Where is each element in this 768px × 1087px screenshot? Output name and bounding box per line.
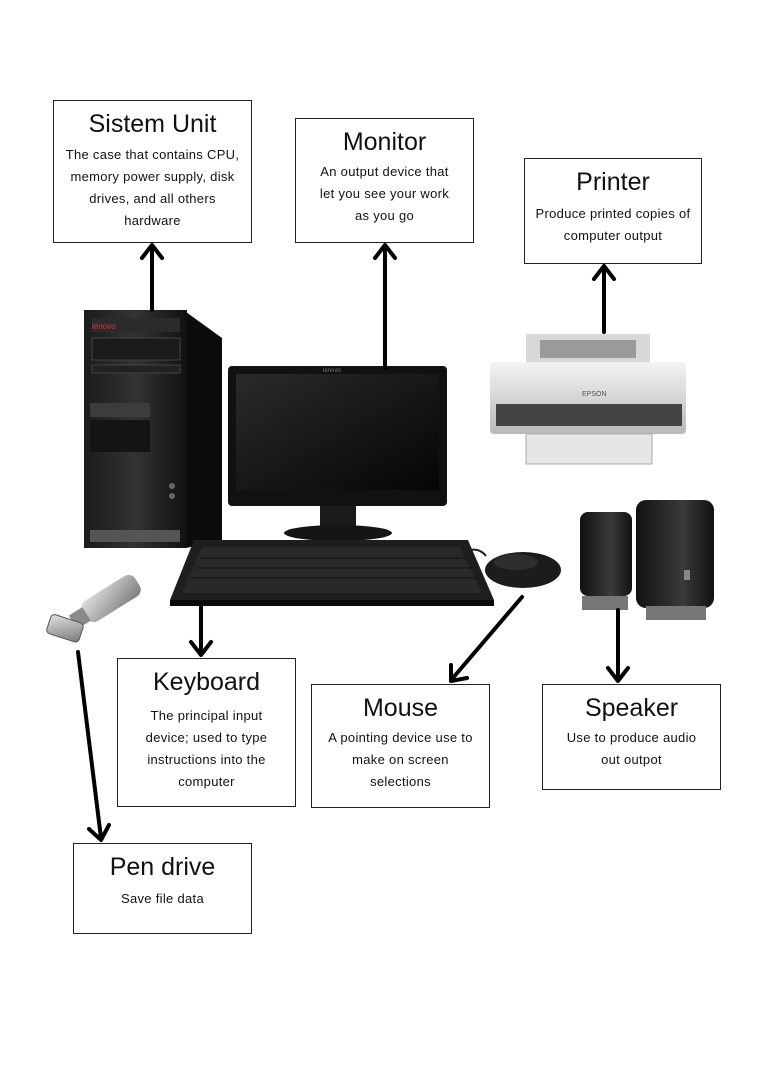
speaker-title: Speaker xyxy=(584,694,679,722)
speaker-description: Use to produce audio out outpot xyxy=(566,730,697,767)
mouse-description: A pointing device use to make on screen … xyxy=(328,730,473,789)
monitor-brand-text: lenovo xyxy=(323,368,341,374)
keyboard-image xyxy=(170,540,494,606)
monitor-image: lenovo xyxy=(228,366,447,541)
tower-brand-text: lenovo xyxy=(92,322,116,331)
arrow-system-unit xyxy=(140,243,164,312)
tower-image: lenovo xyxy=(84,310,222,548)
printer-label-box: Printer Produce printed copies of comput… xyxy=(524,158,702,264)
mouse-image xyxy=(469,548,561,588)
arrow-printer xyxy=(592,264,616,334)
pen-drive-label-box: Pen drive Save file data xyxy=(73,843,252,934)
mouse-label-box: Mouse A pointing device use to make on s… xyxy=(311,684,490,808)
pen-drive-description: Save file data xyxy=(121,891,204,906)
mouse-title: Mouse xyxy=(362,694,439,722)
monitor-description: An output device that let you see your w… xyxy=(319,164,450,223)
printer-image: EPSON xyxy=(490,334,686,465)
monitor-title: Monitor xyxy=(342,128,427,156)
monitor-label-box: Monitor An output device that let you se… xyxy=(295,118,474,243)
speaker-label-box: Speaker Use to produce audio out outpot xyxy=(542,684,721,790)
arrow-pen-drive xyxy=(76,650,111,842)
arrow-speaker xyxy=(606,608,630,683)
printer-title: Printer xyxy=(576,168,650,196)
pen-drive-image xyxy=(46,574,141,643)
keyboard-label-box: Keyboard The principal input device; use… xyxy=(117,658,296,807)
arrow-keyboard xyxy=(189,604,213,657)
system-unit-label-box: Sistem Unit The case that contains CPU, … xyxy=(53,100,252,243)
keyboard-title: Keyboard xyxy=(152,668,261,696)
system-unit-title: Sistem Unit xyxy=(88,110,217,138)
system-unit-description: The case that contains CPU, memory power… xyxy=(65,147,240,228)
speakers-image xyxy=(580,500,714,620)
pen-drive-title: Pen drive xyxy=(109,853,216,881)
printer-brand-text: EPSON xyxy=(582,391,607,398)
arrow-mouse xyxy=(449,595,524,683)
printer-description: Produce printed copies of computer outpu… xyxy=(535,206,691,243)
keyboard-description: The principal input device; used to type… xyxy=(145,708,268,789)
arrow-monitor xyxy=(373,243,397,370)
